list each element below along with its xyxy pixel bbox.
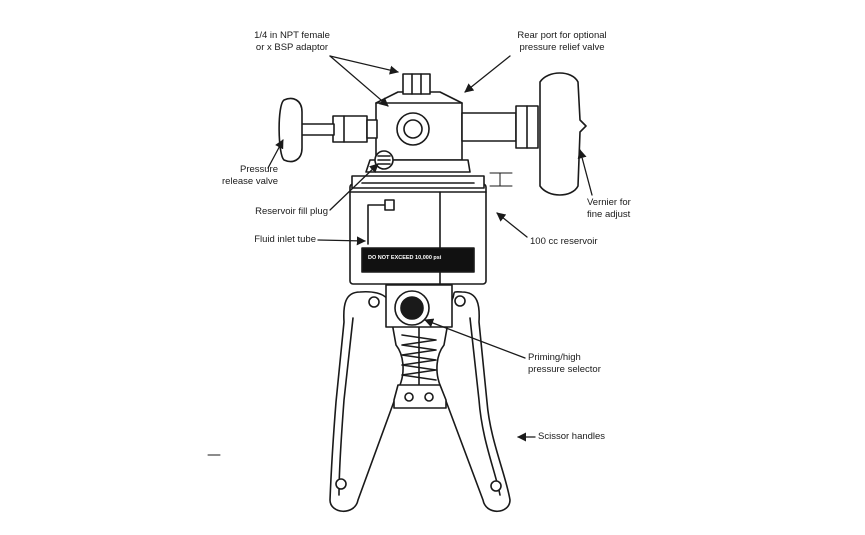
leader-fill-plug	[329, 163, 379, 211]
leader-adaptor-top	[329, 55, 399, 75]
leader-lines	[267, 55, 593, 442]
leader-release-valve	[267, 139, 284, 169]
label-reservoir: 100 cc reservoir	[530, 236, 598, 247]
linkage-block	[393, 384, 447, 409]
linkage-pin-right	[424, 392, 434, 402]
label-rear-port: Rear port for optional pressure relief v…	[492, 30, 632, 54]
release-valve-shaft	[299, 123, 335, 136]
label-fill-plug: Reservoir fill plug	[255, 206, 328, 217]
warning-plate	[361, 247, 475, 273]
label-release-valve-line1: Pressure	[239, 164, 278, 175]
leader-adaptor-front	[329, 55, 389, 107]
label-adaptor-line2: or x BSP adaptor	[255, 42, 329, 53]
fluid-inlet-tube	[367, 204, 389, 245]
leader-selector	[424, 318, 526, 359]
label-vernier-line2: fine adjust	[587, 209, 631, 220]
release-valve-stem	[366, 119, 378, 139]
linkage-pin-left	[404, 392, 414, 402]
label-rear-port-line2: pressure relief valve	[519, 42, 605, 53]
left-handle-end-hole	[335, 478, 347, 490]
top-adaptor	[402, 73, 431, 95]
vernier-knob	[539, 72, 587, 196]
left-handle-pivot	[368, 296, 380, 308]
label-rear-port-line1: Rear port for optional	[517, 30, 607, 41]
label-adaptor-line1: 1/4 in NPT female	[254, 30, 330, 41]
right-handle-pivot	[454, 295, 466, 307]
vernier-body	[461, 112, 517, 142]
selector-spring	[401, 324, 437, 386]
label-adaptor: 1/4 in NPT female or x BSP adaptor	[232, 30, 352, 54]
label-selector-line1: Priming/high	[528, 352, 581, 363]
fill-plug-knurl	[377, 155, 391, 165]
release-valve-knob	[278, 97, 303, 163]
label-vernier-line1: Vernier for	[587, 197, 631, 208]
label-handles: Scissor handles	[538, 431, 606, 442]
selector-knob-center	[400, 296, 424, 320]
fluid-inlet-fitting	[384, 199, 395, 211]
front-port-inner	[403, 119, 423, 139]
reservoir-cap	[351, 175, 485, 189]
warning-plate-text: DO NOT EXCEED 10,000 psi	[368, 255, 442, 261]
release-valve-nut	[332, 115, 368, 143]
right-handle-end-hole	[490, 480, 502, 492]
leader-rear-port	[464, 55, 511, 93]
label-selector: Priming/high pressure selector	[528, 352, 638, 376]
leader-reservoir	[496, 212, 528, 238]
leader-vernier	[577, 149, 593, 196]
label-release-valve-line2: release valve	[222, 176, 278, 187]
label-release-valve: Pressure release valve	[200, 164, 278, 188]
leader-inlet-tube	[317, 236, 366, 246]
label-vernier: Vernier for fine adjust	[587, 197, 667, 221]
label-inlet-tube: Fluid inlet tube	[254, 234, 316, 245]
label-selector-line2: pressure selector	[528, 364, 601, 375]
